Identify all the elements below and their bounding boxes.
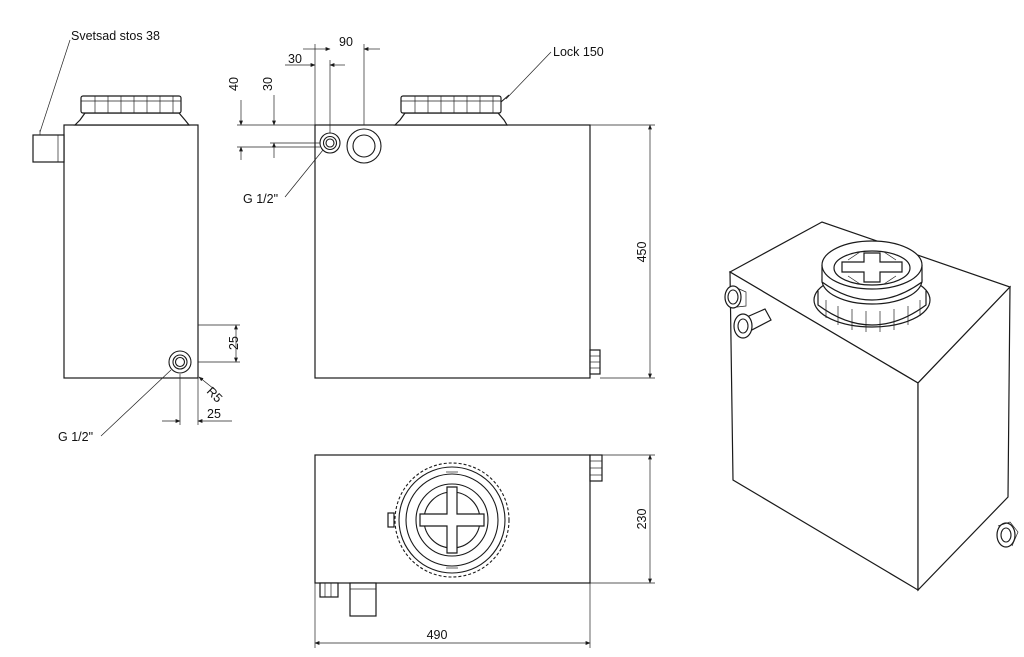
weld-socket xyxy=(32,134,65,163)
dim-450: 450 xyxy=(635,242,649,263)
front-view-side-fitting xyxy=(589,349,601,375)
label-lock: Lock 150 xyxy=(553,45,604,59)
iso-lid xyxy=(813,240,931,332)
dim-490: 490 xyxy=(427,628,448,642)
side-view-bottom-fitting xyxy=(168,350,192,374)
iso-fittings xyxy=(724,285,1019,548)
dim-40: 40 xyxy=(227,77,241,91)
dim-30-vertical: 30 xyxy=(261,77,275,91)
label-thread-bottom: G 1/2" xyxy=(58,430,93,444)
top-view-bottom-fittings xyxy=(319,582,377,617)
top-view-side-fitting xyxy=(589,454,603,482)
dim-25-vertical: 25 xyxy=(227,336,241,350)
dim-25-horizontal: 25 xyxy=(207,407,221,421)
front-view-tank-body xyxy=(314,124,591,379)
label-thread-top: G 1/2" xyxy=(243,192,278,206)
side-view: 25 25 R5 G 1/2" Svetsad stos 38 xyxy=(32,29,241,444)
iso-side-face xyxy=(917,285,1011,592)
front-view: 90 30 40 30 G 1/2" Lock 150 450 xyxy=(227,35,655,379)
dim-r5: R5 xyxy=(204,384,225,405)
front-view-cap xyxy=(393,94,510,126)
top-view: 230 490 xyxy=(314,454,655,648)
side-view-cap xyxy=(73,95,191,126)
isometric-view xyxy=(724,221,1019,592)
label-weld-socket: Svetsad stos 38 xyxy=(71,29,160,43)
top-view-lid xyxy=(387,462,510,578)
side-view-tank-body xyxy=(63,124,199,379)
dim-30-horizontal: 30 xyxy=(288,52,302,66)
dim-230: 230 xyxy=(635,509,649,530)
dim-90: 90 xyxy=(339,35,353,49)
